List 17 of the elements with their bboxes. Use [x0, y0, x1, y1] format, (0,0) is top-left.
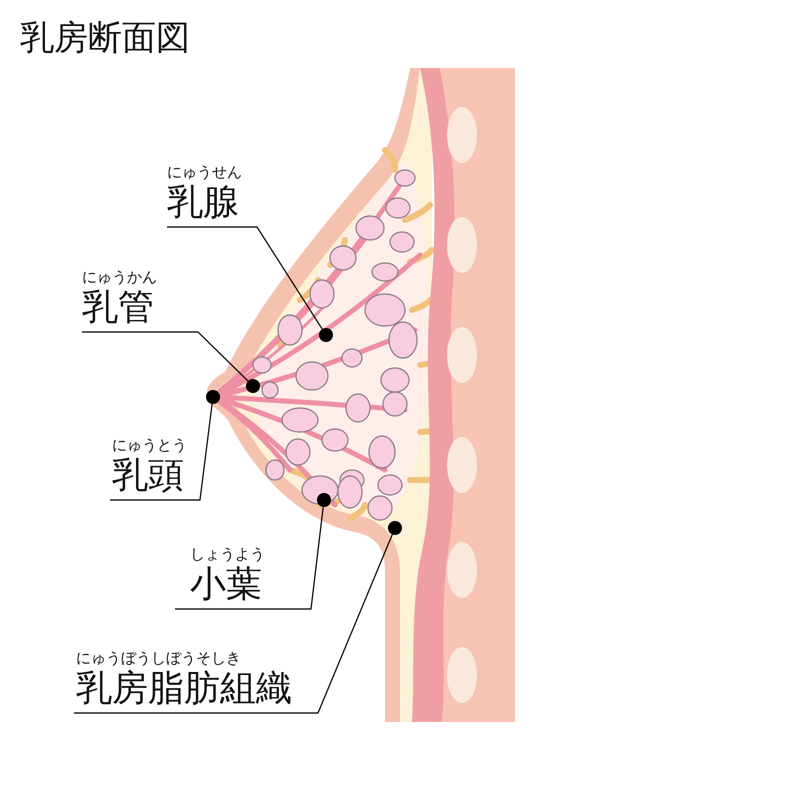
part-label: 乳管: [82, 286, 154, 330]
furigana-text: にゅうとう: [112, 436, 187, 454]
leader-line: [74, 534, 393, 714]
part-label: 乳頭: [112, 454, 184, 498]
furigana-text: にゅうせん: [167, 163, 242, 181]
title: 乳房断面図: [20, 17, 190, 60]
leader-line: [175, 506, 324, 610]
furigana-text: しょうよう: [190, 545, 265, 563]
part-label: 乳房脂肪組織: [76, 667, 292, 711]
leader-line: [167, 226, 323, 330]
part-label: 乳腺: [167, 181, 239, 225]
furigana-text: にゅうかん: [82, 268, 157, 286]
part-label: 小葉: [190, 563, 262, 607]
furigana-text: にゅうぼうしぼうそしき: [76, 649, 241, 667]
point-marker: [206, 390, 220, 404]
leader-line: [110, 404, 213, 501]
leader-line: [82, 331, 248, 382]
